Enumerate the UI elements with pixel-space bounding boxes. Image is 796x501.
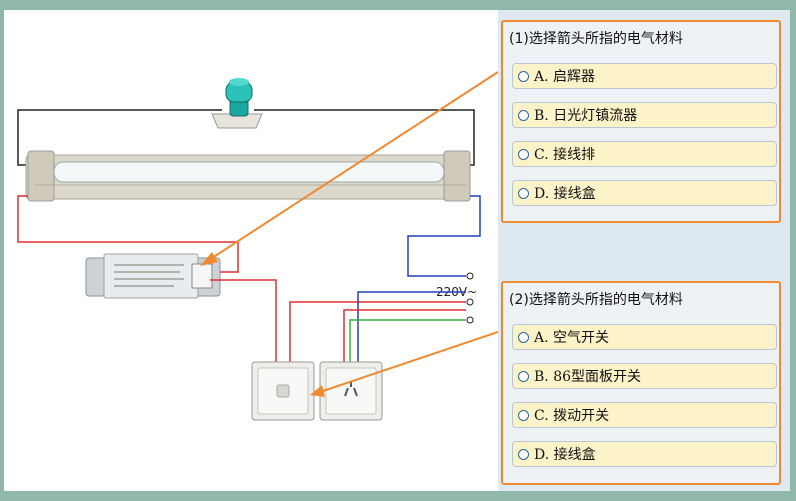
q1-option-d[interactable]: D. 接线盒	[512, 180, 777, 206]
arrow-q2	[310, 331, 498, 397]
q2-option-a[interactable]: A. 空气开关	[512, 324, 777, 350]
terminal-live	[466, 298, 474, 306]
radio-icon[interactable]	[518, 409, 529, 421]
question-2-panel: (2)选择箭头所指的电气材料 A. 空气开关 B. 86型面板开关 C. 拨动开…	[501, 281, 781, 485]
q2-option-b-label: B. 86型面板开关	[534, 369, 642, 385]
arrow-q1	[200, 71, 498, 266]
radio-icon[interactable]	[518, 331, 529, 343]
panel-switch	[251, 361, 315, 421]
wire-green-earth	[349, 319, 466, 378]
q1-option-c-label: C. 接线排	[534, 147, 596, 163]
q1-option-d-label: D. 接线盒	[534, 186, 596, 202]
wire-red-live	[289, 301, 466, 378]
wire-black-left	[17, 109, 222, 166]
question-2-title: (2)选择箭头所指的电气材料	[509, 292, 683, 308]
q1-option-c[interactable]: C. 接线排	[512, 141, 777, 167]
q2-option-d-label: D. 接线盒	[534, 447, 596, 463]
q2-option-b[interactable]: B. 86型面板开关	[512, 363, 777, 389]
terminal-earth	[466, 316, 474, 324]
radio-icon[interactable]	[518, 370, 529, 382]
q2-option-d[interactable]: D. 接线盒	[512, 441, 777, 467]
wire-blue-neutral	[407, 195, 481, 277]
radio-icon[interactable]	[518, 70, 529, 82]
terminal-neutral	[466, 272, 474, 280]
q2-option-c[interactable]: C. 拨动开关	[512, 402, 777, 428]
fluorescent-lamp	[25, 150, 471, 202]
question-1-panel: (1)选择箭头所指的电气材料 A. 启辉器 B. 日光灯镇流器 C. 接线排 D…	[501, 20, 781, 223]
wire-blue-socket	[357, 291, 466, 378]
wire-red-ballast	[17, 195, 239, 273]
ballast-component	[85, 253, 221, 299]
q1-option-b-label: B. 日光灯镇流器	[534, 108, 638, 124]
wire-red-socket	[343, 309, 466, 378]
radio-icon[interactable]	[518, 448, 529, 460]
q1-option-b[interactable]: B. 日光灯镇流器	[512, 102, 777, 128]
quiz-frame: 220V~	[4, 10, 790, 491]
wire-red-switch	[210, 279, 277, 378]
starter-component	[211, 78, 263, 129]
q1-option-a[interactable]: A. 启辉器	[512, 63, 777, 89]
q2-option-a-label: A. 空气开关	[534, 330, 610, 346]
question-1-title: (1)选择箭头所指的电气材料	[509, 31, 683, 47]
radio-icon[interactable]	[518, 109, 529, 121]
wiring-svg: 220V~	[17, 71, 498, 421]
q1-option-a-label: A. 启辉器	[534, 69, 596, 85]
radio-icon[interactable]	[518, 148, 529, 160]
radio-icon[interactable]	[518, 187, 529, 199]
wall-socket	[319, 361, 383, 421]
q2-option-c-label: C. 拨动开关	[534, 408, 610, 424]
wiring-diagram: 220V~	[4, 10, 498, 491]
